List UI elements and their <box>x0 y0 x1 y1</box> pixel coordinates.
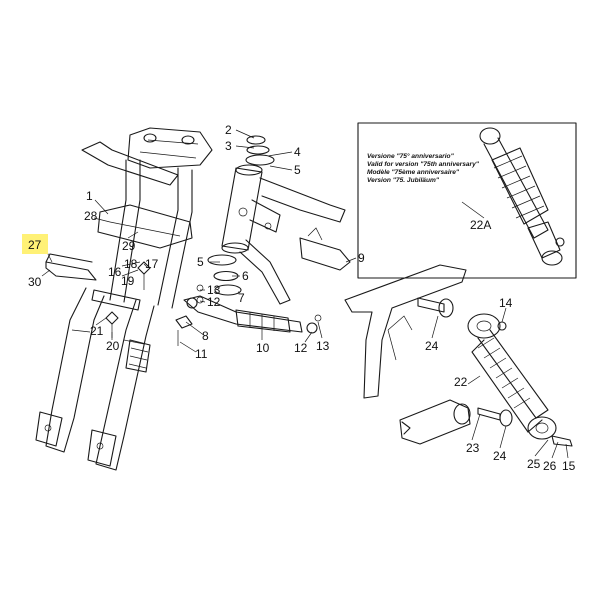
rear-frame-section <box>344 264 467 399</box>
callout-16[interactable]: 16 <box>108 265 122 279</box>
callout-18[interactable]: 18 <box>124 257 138 271</box>
front-fork-assembly <box>35 127 213 471</box>
callout-25[interactable]: 25 <box>527 457 541 471</box>
callout-10[interactable]: 10 <box>256 341 270 355</box>
callout-8[interactable]: 8 <box>202 329 209 343</box>
inset-line-fr: Modèle "75ème anniversaire" <box>367 169 460 176</box>
callout-11[interactable]: 11 <box>195 347 208 361</box>
callout-12-right[interactable]: 12 <box>294 341 308 355</box>
inset-frame <box>357 122 577 279</box>
callout-3[interactable]: 3 <box>225 139 232 153</box>
inset-line-de: Version "75. Jubiläum" <box>367 177 440 184</box>
callout-17[interactable]: 17 <box>145 257 159 271</box>
callout-2[interactable]: 2 <box>225 123 232 137</box>
callout-22[interactable]: 22 <box>454 375 468 389</box>
leader-lines <box>41 129 569 459</box>
steering-damper <box>175 284 322 346</box>
callout-24-lower[interactable]: 24 <box>493 449 507 463</box>
anniversary-version-inset: Versione "75° anniversario" Valid for ve… <box>357 122 577 279</box>
callout-23[interactable]: 23 <box>466 441 480 455</box>
callout-19[interactable]: 19 <box>121 274 135 288</box>
inset-line-it: Versione "75° anniversario" <box>367 152 455 160</box>
callout-15[interactable]: 15 <box>562 459 576 473</box>
callout-7[interactable]: 7 <box>238 291 245 305</box>
rear-shock-absorber <box>399 313 573 447</box>
callout-9[interactable]: 9 <box>358 251 365 265</box>
callout-6[interactable]: 6 <box>242 269 249 283</box>
inset-leader <box>461 201 485 219</box>
callout-29[interactable]: 29 <box>122 239 136 253</box>
callout-30[interactable]: 30 <box>28 275 42 289</box>
callout-labels: 1 2 3 4 5 5 6 7 8 9 10 11 12 12 13 13 14… <box>28 123 576 473</box>
callout-14[interactable]: 14 <box>499 296 513 310</box>
callout-5-bottom[interactable]: 5 <box>197 255 204 269</box>
callout-26[interactable]: 26 <box>543 459 557 473</box>
callout-13-left[interactable]: 13 <box>207 283 221 297</box>
callout-21[interactable]: 21 <box>90 324 104 338</box>
callout-1[interactable]: 1 <box>86 189 93 203</box>
callout-28[interactable]: 28 <box>84 209 98 223</box>
callout-13-right[interactable]: 13 <box>316 339 330 353</box>
callout-5-top[interactable]: 5 <box>294 163 301 177</box>
callout-4[interactable]: 4 <box>294 145 301 159</box>
inset-line-en: Valid for version "75th anniversary" <box>367 161 480 168</box>
callout-27[interactable]: 27 <box>28 238 42 252</box>
callout-12-left[interactable]: 12 <box>207 295 221 309</box>
callout-24-upper[interactable]: 24 <box>425 339 439 353</box>
callout-27-highlight <box>22 234 48 254</box>
callout-22A[interactable]: 22A <box>470 218 491 232</box>
callout-20[interactable]: 20 <box>106 339 120 353</box>
steering-frame-section <box>207 135 351 305</box>
